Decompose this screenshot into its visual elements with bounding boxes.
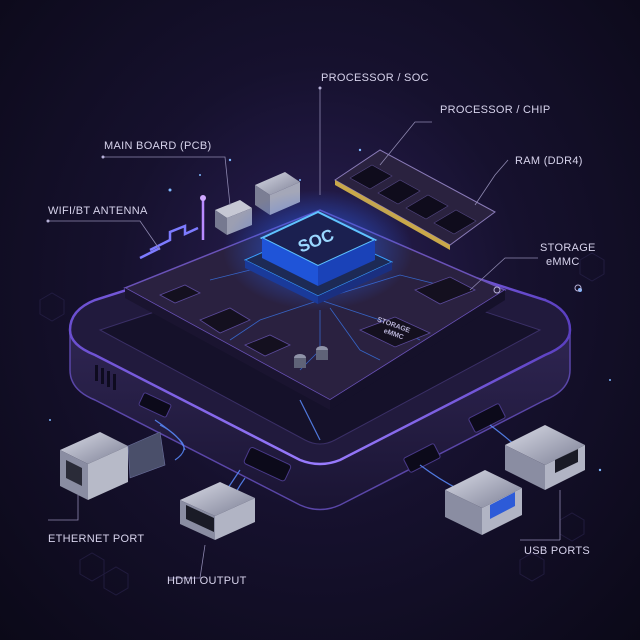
label-usb-ports: USB PORTS	[524, 545, 591, 557]
label-wifi-antenna: WIFI/BT ANTENNA	[48, 205, 148, 217]
background-hex-pattern	[39, 252, 605, 596]
label-processor-chip: PROCESSOR / CHIP	[440, 104, 551, 116]
capacitors	[294, 346, 328, 368]
case-vents	[95, 365, 116, 390]
hdmi-connector	[180, 482, 255, 540]
wifi-antenna	[139, 195, 206, 260]
usb-connector-1	[505, 425, 585, 490]
label-ram: RAM (DDR4)	[515, 155, 583, 167]
label-storage-line2: eMMC	[546, 256, 580, 268]
ethernet-port	[60, 431, 166, 500]
label-ethernet-port: ETHERNET PORT	[48, 533, 145, 545]
leader-lines	[48, 88, 561, 579]
soc-chip: SOC	[223, 190, 413, 310]
label-main-board: MAIN BOARD (PCB)	[104, 140, 212, 152]
label-hdmi-output: HDMI OUTPUT	[167, 575, 247, 587]
leader-dots	[46, 86, 582, 294]
usb-connector-2	[445, 470, 522, 535]
label-processor-soc: PROCESSOR / SOC	[321, 72, 429, 84]
label-storage-line1: STORAGE	[540, 242, 596, 254]
